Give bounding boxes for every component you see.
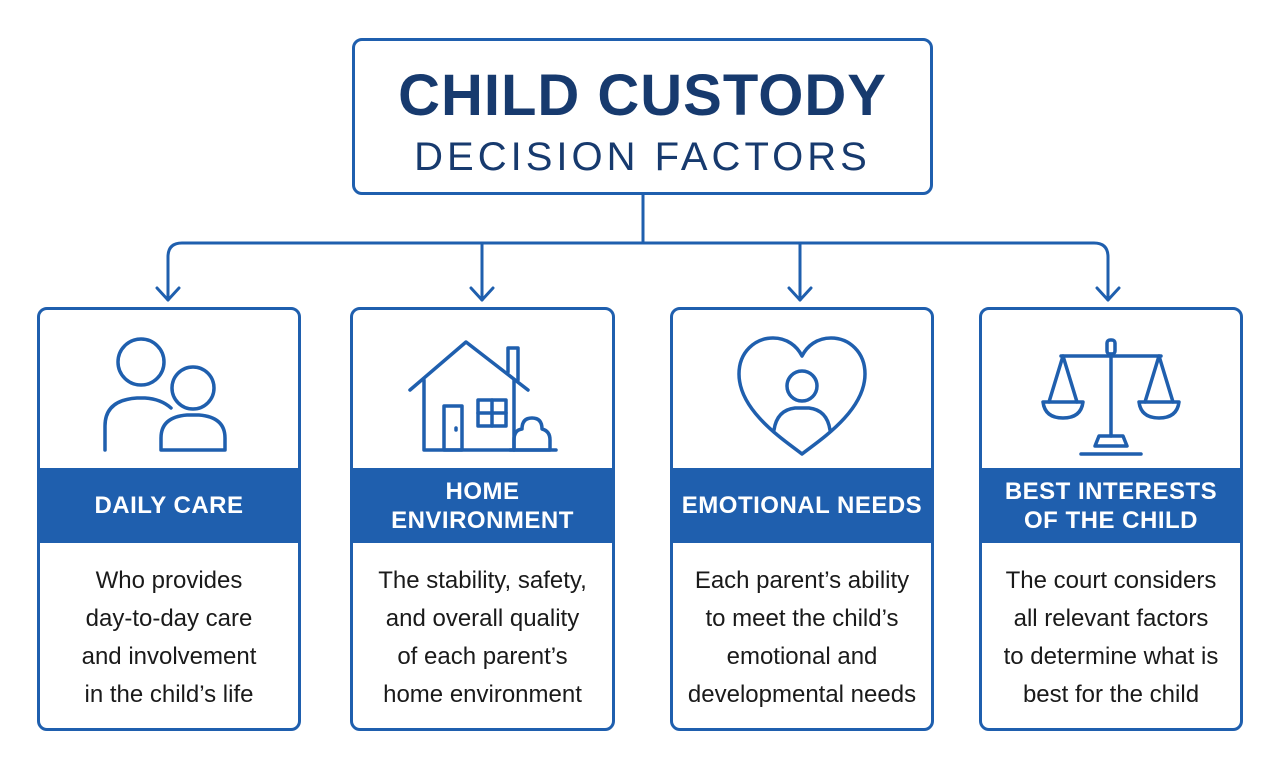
factor-card-best-interests: BEST INTERESTS OF THE CHILD The court co… (979, 307, 1243, 731)
factor-heading: EMOTIONAL NEEDS (673, 468, 931, 543)
arrow-down-icon (155, 286, 181, 302)
factor-description: The court considers all relevant factors… (996, 562, 1226, 714)
description-line: home environment (383, 681, 582, 708)
factor-card-daily-care: DAILY CARE Who provides day-to-day care … (37, 307, 301, 731)
description-line: developmental needs (687, 681, 917, 708)
arrow-down-icon (469, 286, 495, 302)
description-line: best for the child (1022, 681, 1200, 708)
heart-person-icon (673, 326, 931, 470)
description-line: and overall quality (385, 605, 580, 632)
description-line: of each parent’s (397, 643, 568, 670)
description-line: to meet the child’s (705, 605, 899, 632)
description-line: all relevant factors (1013, 605, 1209, 632)
description-line: and involvement (81, 643, 257, 670)
factor-heading: HOME ENVIRONMENT (353, 468, 612, 543)
arrow-down-icon (1095, 286, 1121, 302)
description-line: Who provides (95, 567, 243, 594)
factor-heading: BEST INTERESTS OF THE CHILD (982, 468, 1240, 543)
factor-card-home-environment: HOME ENVIRONMENT The stability, safety, … (350, 307, 615, 731)
description-line: in the child’s life (84, 681, 254, 708)
description-line: The stability, safety, (378, 567, 587, 594)
description-line: emotional and (726, 643, 878, 670)
factor-description: The stability, safety, and overall quali… (367, 562, 598, 714)
description-line: to determine what is (1003, 643, 1219, 670)
arrow-down-icon (787, 286, 813, 302)
title-main: CHILD CUSTODY (398, 63, 887, 128)
factor-heading: DAILY CARE (40, 468, 298, 543)
factor-card-emotional-needs: EMOTIONAL NEEDS Each parent’s ability to… (670, 307, 934, 731)
description-line: Each parent’s ability (694, 567, 910, 594)
factor-description: Each parent’s ability to meet the child’… (687, 562, 917, 714)
scales-of-justice-icon (982, 326, 1240, 470)
description-line: day-to-day care (85, 605, 253, 632)
factor-description: Who provides day-to-day care and involve… (54, 562, 284, 714)
heading-line: BEST INTERESTS (1004, 477, 1218, 505)
title-subtitle: DECISION FACTORS (414, 135, 871, 179)
heading-line: OF THE CHILD (1023, 506, 1198, 534)
description-line: The court considers (1005, 567, 1217, 594)
parent-and-child-icon (40, 326, 298, 470)
house-icon (353, 326, 612, 470)
title-box: CHILD CUSTODY DECISION FACTORS (352, 38, 933, 195)
